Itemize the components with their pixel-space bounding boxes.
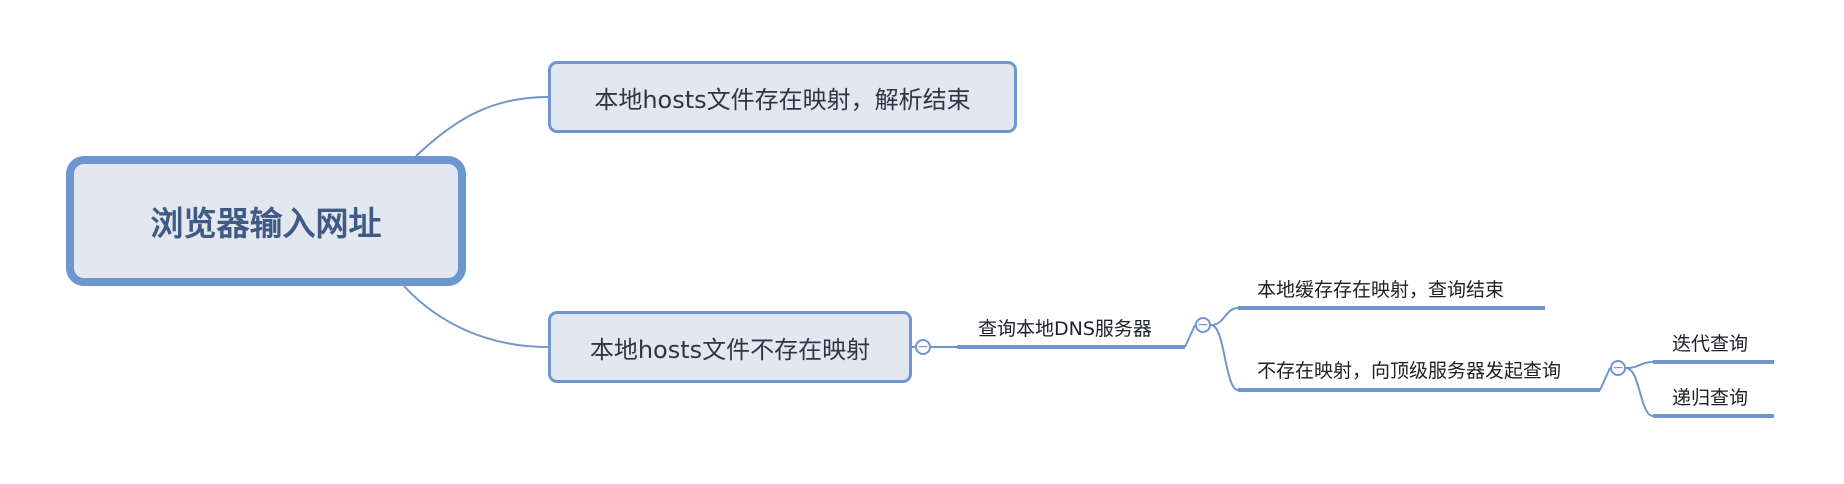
minus-circle-icon[interactable]: − — [1195, 317, 1211, 333]
node-cache-hit[interactable]: 本地缓存存在映射，查询结束 — [1257, 279, 1505, 301]
node-iterative-query[interactable]: 迭代查询 — [1672, 333, 1749, 355]
minus-circle-icon[interactable]: − — [915, 339, 931, 355]
connector-dns-toggle — [1184, 324, 1196, 348]
connector-dns-toplevel — [1210, 324, 1239, 391]
node-recursive-query[interactable]: 递归查询 — [1672, 387, 1749, 409]
branch-node-hosts-miss[interactable]: 本地hosts文件不存在映射 — [548, 311, 912, 383]
connector-root-branch-1 — [415, 96, 549, 157]
connector-dns-cache — [1210, 307, 1239, 326]
node-toplevel-query[interactable]: 不存在映射，向顶级服务器发起查询 — [1257, 360, 1562, 382]
node-dns-query[interactable]: 查询本地DNS服务器 — [978, 318, 1152, 340]
root-node[interactable]: 浏览器输入网址 — [66, 156, 466, 286]
minus-circle-icon[interactable]: − — [1610, 360, 1626, 376]
connector-toplevel-toggle — [1599, 367, 1611, 391]
branch-node-hosts-hit[interactable]: 本地hosts文件存在映射，解析结束 — [548, 61, 1017, 133]
connector-toplevel-iterative — [1625, 361, 1654, 369]
connector-root-branch-2 — [403, 285, 549, 348]
connector-toplevel-recursive — [1625, 367, 1654, 417]
